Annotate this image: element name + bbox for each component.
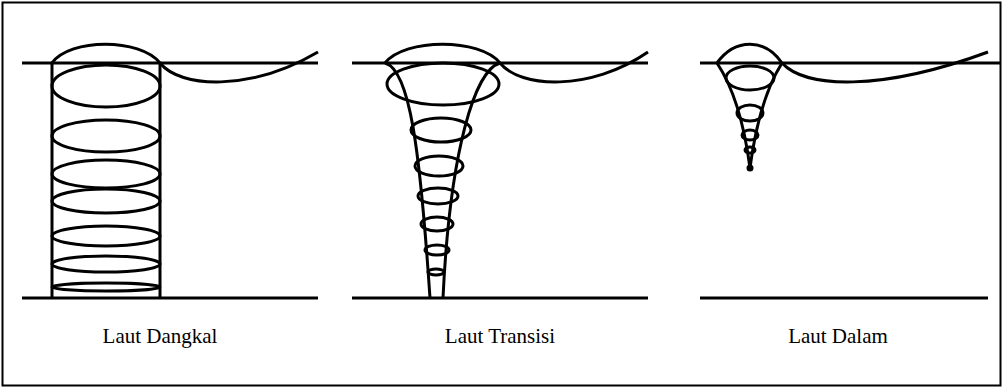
panel-label: Laut Dalam xyxy=(788,324,888,349)
panel-label: Laut Transisi xyxy=(445,324,555,349)
panel-label: Laut Dangkal xyxy=(103,324,218,349)
